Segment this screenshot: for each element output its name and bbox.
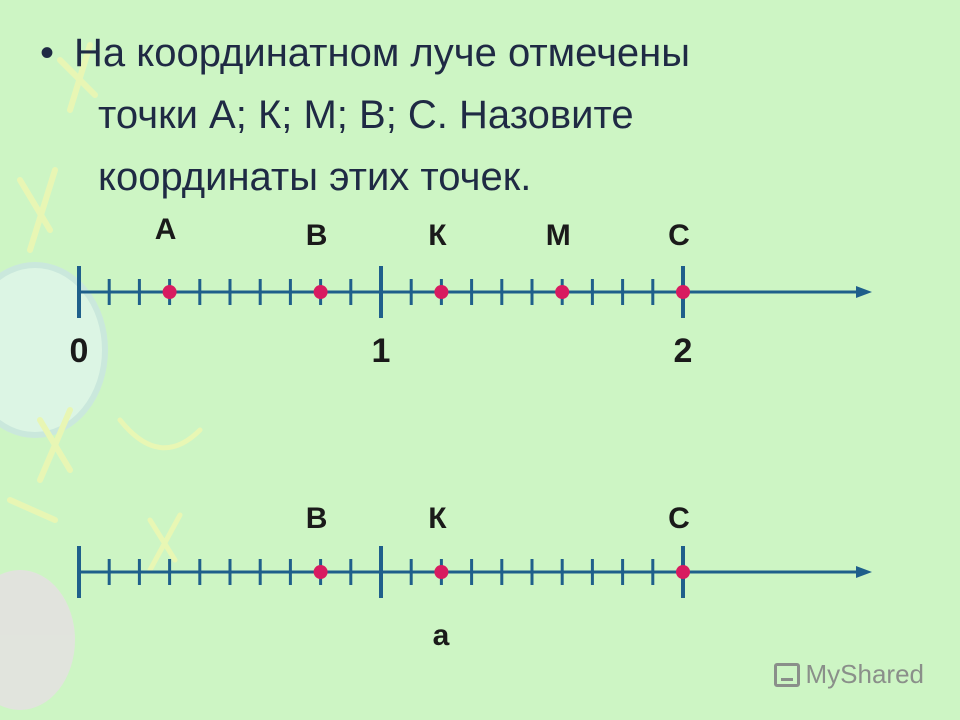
unit-label: 1	[372, 332, 391, 370]
streamer-decoration	[117, 417, 203, 573]
point-label: К	[428, 502, 447, 535]
point-marker	[162, 285, 177, 299]
bullet-icon: •	[40, 31, 55, 75]
point-marker	[434, 285, 449, 299]
point-label: К	[428, 219, 447, 252]
point-marker	[676, 565, 690, 579]
point-label: С	[668, 502, 690, 535]
point-label: А	[155, 213, 177, 246]
balloon-decoration	[0, 570, 75, 710]
unit-label: 0	[70, 332, 89, 370]
point-marker	[313, 285, 328, 299]
watermark: MyShared	[773, 659, 925, 690]
extra-label: а	[433, 619, 450, 652]
point-marker	[555, 285, 570, 299]
point-marker	[676, 285, 690, 299]
point-label: В	[306, 219, 328, 252]
ray-arrow-icon	[856, 286, 872, 298]
point-label: В	[306, 502, 328, 535]
presentation-icon	[773, 662, 800, 687]
unit-label: 2	[674, 332, 693, 370]
point-marker	[313, 565, 328, 579]
point-label: М	[546, 219, 571, 252]
streamer-decoration	[7, 42, 98, 523]
ray-arrow-icon	[856, 566, 872, 578]
watermark-text: MyShared	[805, 659, 925, 689]
question-line-2: точки А; К; М; В; С. Назовите	[98, 93, 634, 137]
question-line-3: координаты этих точек.	[98, 155, 532, 199]
question-line-1: На координатном луче отмечены	[74, 31, 690, 75]
point-marker	[434, 565, 449, 579]
point-label: С	[668, 219, 690, 252]
